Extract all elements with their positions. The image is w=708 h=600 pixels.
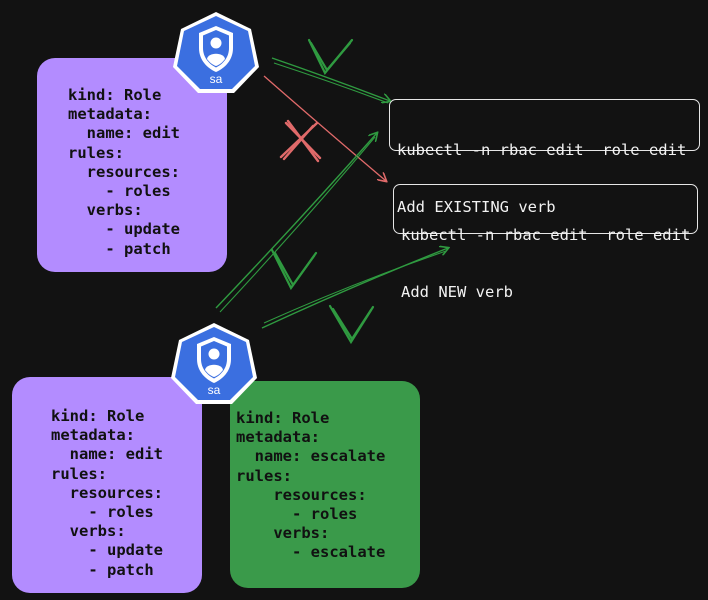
role-line: - escalate (236, 543, 386, 562)
role-line: - roles (51, 503, 154, 522)
command-text: kubectl -n rbac edit role edit (397, 141, 687, 159)
role-line: resources: (68, 162, 180, 181)
role-line: rules: (236, 466, 292, 485)
role-line: resources: (51, 483, 163, 502)
check-icon (328, 304, 375, 345)
role-line: resources: (236, 485, 367, 504)
command-description: Add EXISTING verb (397, 198, 556, 216)
role-line: kind: Role (51, 407, 145, 425)
role-line: metadata: (236, 428, 320, 447)
role-line: metadata: (68, 105, 152, 124)
role-line: kind: Role (68, 86, 162, 104)
role-line: - update (68, 220, 180, 239)
role-line: - update (51, 541, 163, 560)
role-line: verbs: (68, 201, 143, 220)
role-line: - patch (68, 239, 171, 258)
top-role-card: kind: Role metadata: name: edit rules: r… (37, 58, 227, 272)
cross-icon (279, 119, 322, 163)
role-line: rules: (68, 143, 124, 162)
role-line: verbs: (236, 524, 330, 543)
check-icon (307, 38, 354, 76)
role-line: verbs: (51, 522, 126, 541)
role-line: kind: Role (236, 409, 330, 427)
command-text: kubectl -n rbac edit role edit (401, 226, 691, 244)
sa-label: sa (208, 383, 221, 397)
service-account-icon: sa (173, 12, 259, 93)
role-line: name: edit (51, 445, 163, 464)
arrow-top-sa-to-existing-verb (271, 57, 390, 103)
role-line: - roles (236, 505, 358, 524)
check-icon (270, 248, 318, 291)
role-line: name: escalate (236, 447, 386, 466)
role-line: name: edit (68, 124, 180, 143)
role-line: rules: (51, 464, 107, 483)
service-account-icon: sa (171, 323, 257, 404)
role-line: - patch (51, 560, 154, 579)
arrow-bottom-sa-to-existing-verb (215, 133, 377, 313)
role-line: - roles (68, 182, 171, 201)
command-box-existing-verb: kubectl -n rbac edit role edit Add EXIST… (389, 99, 700, 216)
sa-label: sa (210, 72, 223, 86)
role-line: metadata: (51, 426, 135, 445)
bottom-role-escalate-card: kind: Role metadata: name: escalate rule… (230, 381, 420, 588)
bottom-role-edit-card: kind: Role metadata: name: edit rules: r… (12, 377, 202, 593)
command-description: Add NEW verb (401, 283, 513, 301)
arrow-bottom-sa-to-new-verb (261, 248, 448, 329)
command-box-new-verb: kubectl -n rbac edit role edit Add NEW v… (393, 184, 698, 301)
arrow-top-sa-to-new-verb (263, 75, 386, 181)
